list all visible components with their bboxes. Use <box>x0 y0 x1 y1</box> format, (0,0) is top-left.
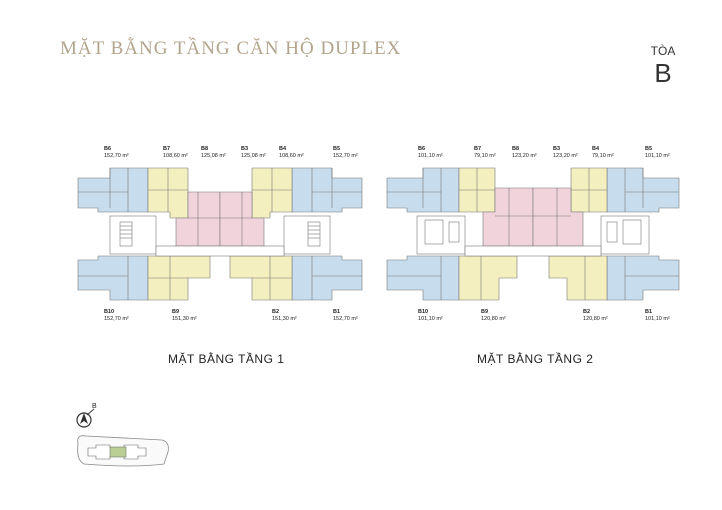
unit-b6 <box>77 167 149 213</box>
corridor <box>464 245 602 257</box>
unit-b1 <box>606 255 680 301</box>
unit-b5 <box>291 167 363 213</box>
compass-icon <box>76 408 95 428</box>
floor-plan-1-drawing <box>77 167 363 301</box>
unit-b10 <box>77 255 149 301</box>
unit-b2 <box>548 255 608 301</box>
core-right <box>283 215 331 255</box>
site-key-plan <box>77 435 169 467</box>
page-title: MẶT BẰNG TẦNG CĂN HỘ DUPLEX <box>60 38 402 59</box>
compass-label: B <box>92 403 97 410</box>
corridor <box>155 245 285 257</box>
floor-plan-2-drawing <box>386 167 680 301</box>
tower-letter: B <box>654 58 672 88</box>
unit-b9 <box>458 255 518 301</box>
site-key-highlight <box>109 446 127 458</box>
unit-b10 <box>386 255 460 301</box>
floor-plan-2-title: MẶT BẰNG TẦNG 2 <box>477 352 594 366</box>
floor-plan-1-title: MẶT BẰNG TẦNG 1 <box>168 352 285 366</box>
unit-b1 <box>291 255 363 301</box>
tower-label: TÒA <box>650 44 676 58</box>
core-left <box>109 215 157 255</box>
